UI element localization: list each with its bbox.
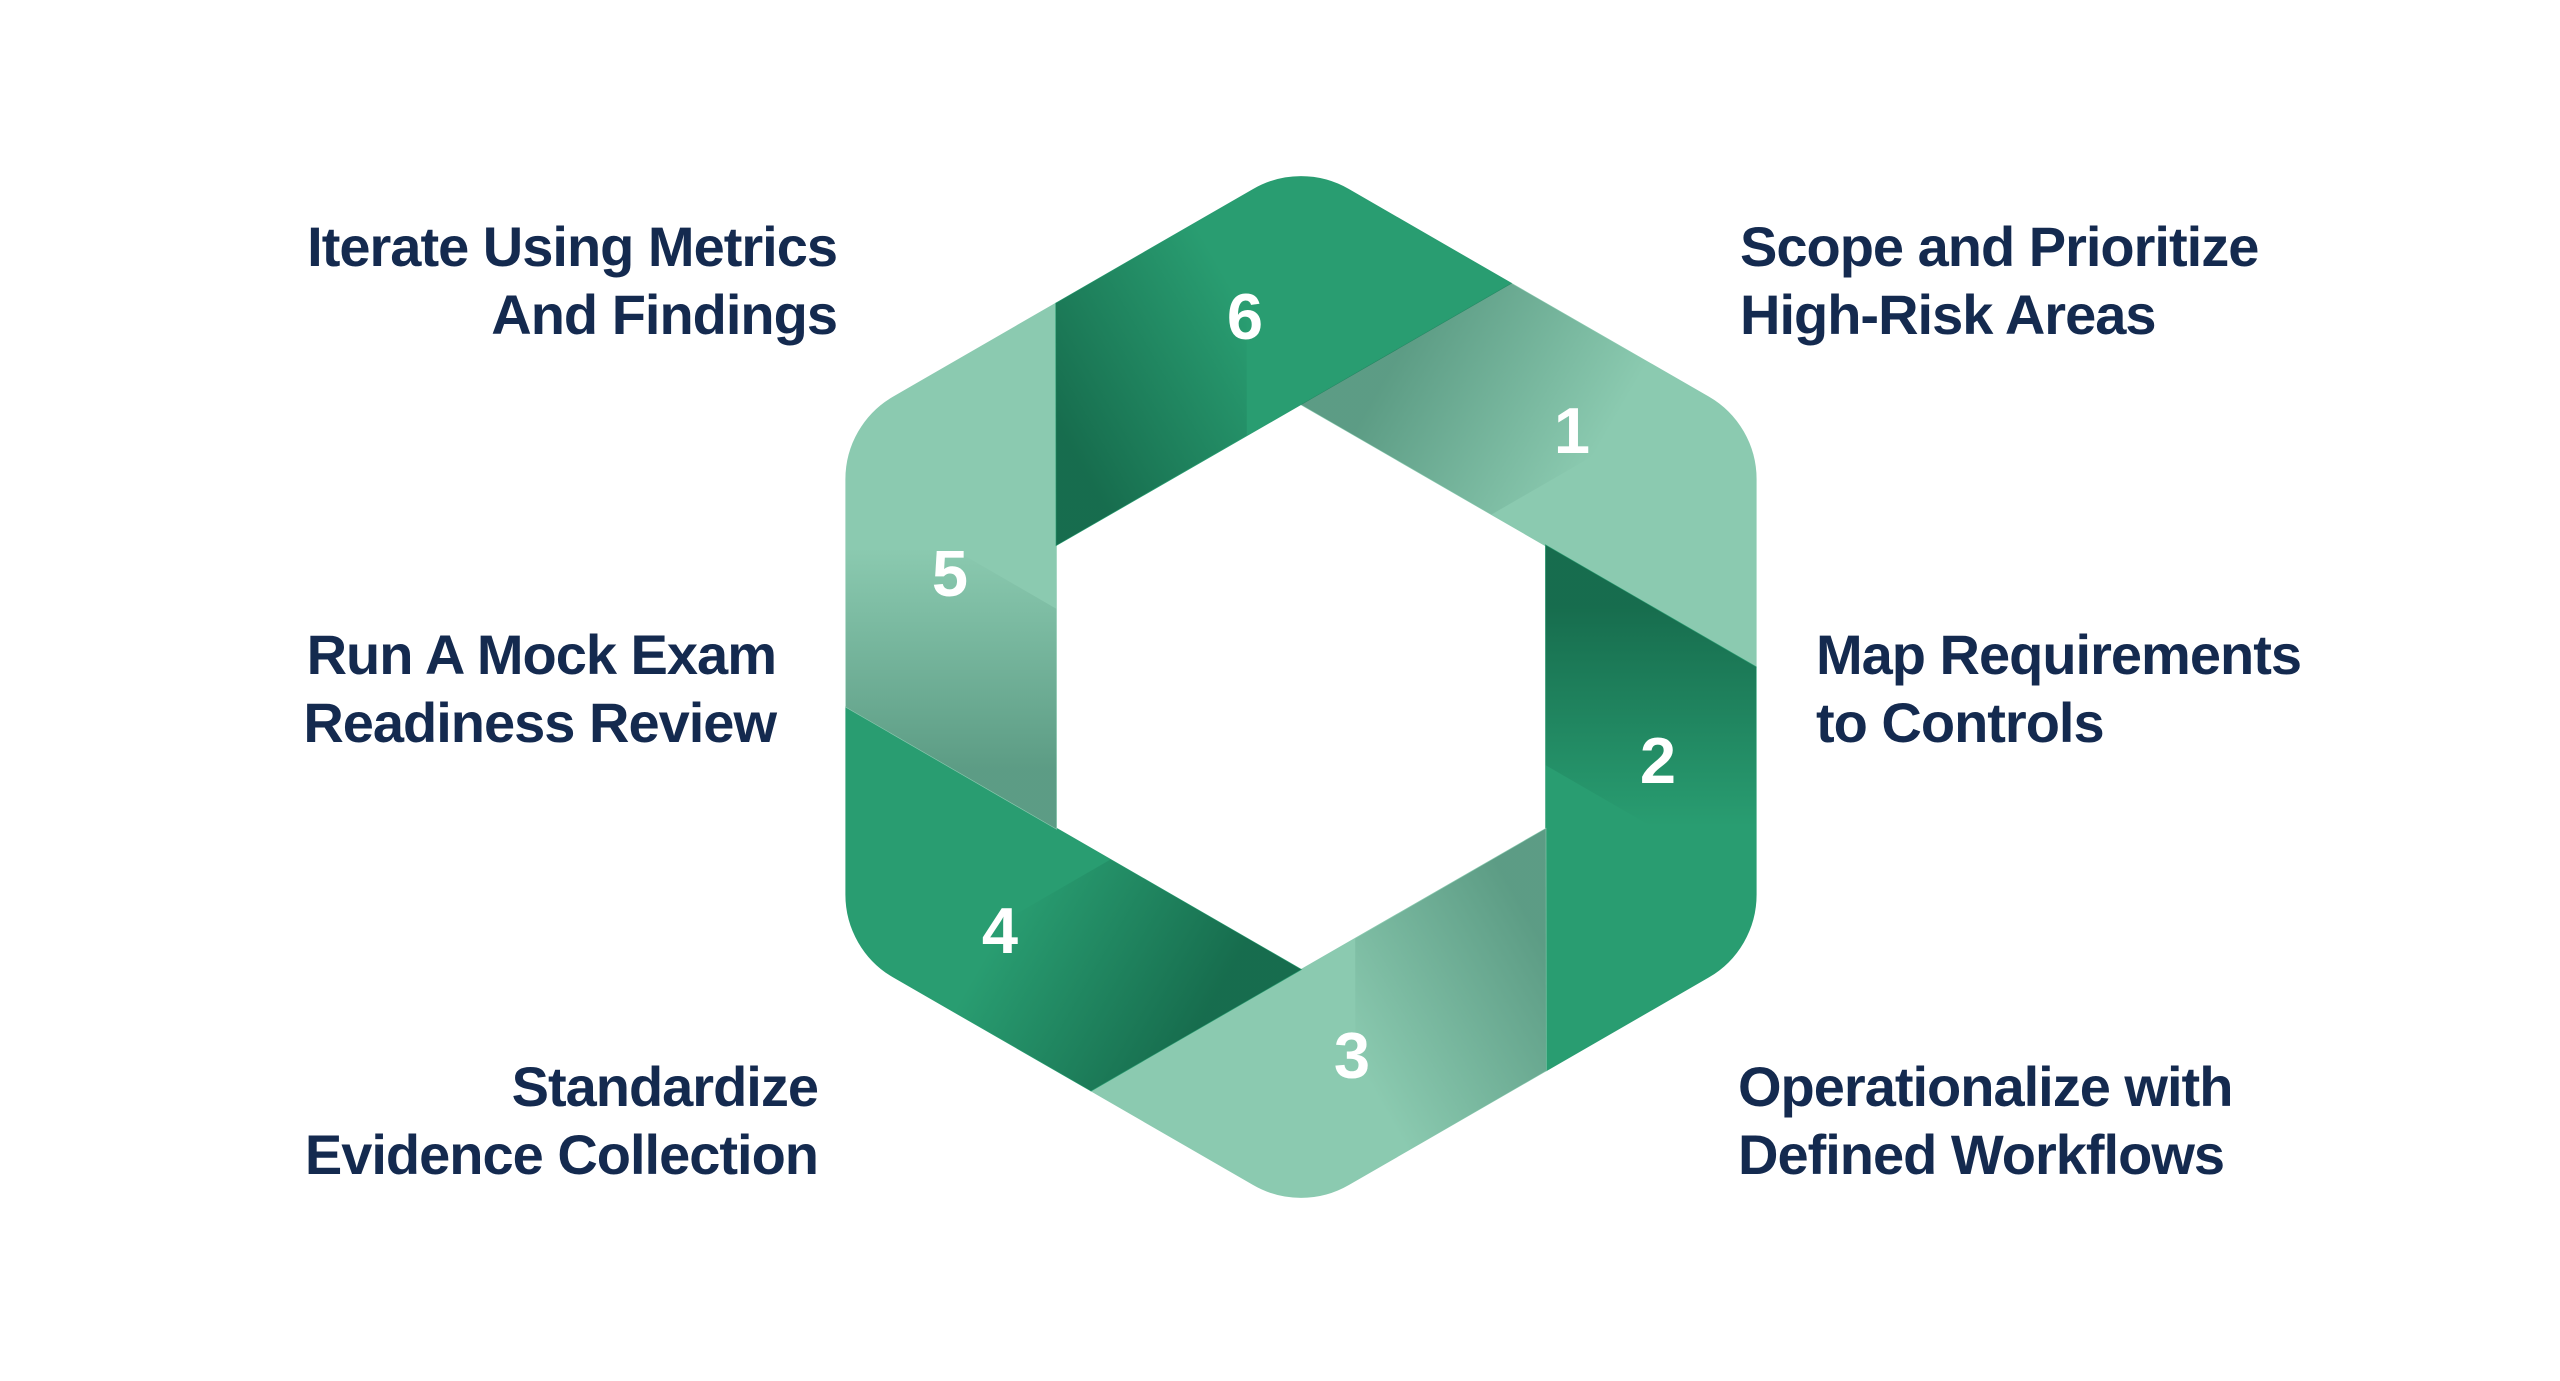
segment-5-label-line2: Readiness Review <box>303 691 777 754</box>
segment-5-label: Run A Mock Exam Readiness Review <box>303 621 777 757</box>
segment-1-label: Scope and Prioritize High-Risk Areas <box>1740 213 2259 349</box>
segment-3-label-line1: Operationalize with <box>1738 1055 2233 1118</box>
segment-1-label-line2: High-Risk Areas <box>1740 283 2157 346</box>
segment-4-label-line1: Standardize <box>511 1055 819 1118</box>
segment-3-fold-shadow <box>1355 828 1546 1181</box>
segment-6-label: Iterate Using Metrics And Findings <box>307 213 838 349</box>
segment-4-label-line2: Evidence Collection <box>304 1123 819 1186</box>
segment-4-fold-shadow <box>900 859 1301 1091</box>
segment-5-number: 5 <box>932 537 968 610</box>
segment-6-number: 6 <box>1227 280 1263 353</box>
segment-5-fold-shadow <box>846 487 1057 829</box>
segment-2-label-line2: to Controls <box>1816 691 2105 754</box>
segment-5-label-line1: Run A Mock Exam <box>306 623 777 686</box>
segment-2-number: 2 <box>1640 724 1676 797</box>
segment-3-number: 3 <box>1334 1019 1370 1092</box>
segment-2-label: Map Requirements to Controls <box>1816 621 2302 757</box>
segment-1-fold-shadow <box>1301 283 1702 515</box>
segment-1-number: 1 <box>1554 394 1590 467</box>
segment-3-label-line2: Defined Workflows <box>1738 1123 2225 1186</box>
segment-1-label-line1: Scope and Prioritize <box>1740 215 2259 278</box>
segment-4-label: Standardize Evidence Collection <box>304 1053 819 1189</box>
segment-6-fold-shadow <box>1056 193 1247 546</box>
segment-4-number: 4 <box>982 894 1018 967</box>
segment-2-fold-shadow <box>1545 545 1756 887</box>
segment-6-label-line1: Iterate Using Metrics <box>307 215 838 278</box>
segment-6-label-line2: And Findings <box>491 283 838 346</box>
segment-3-label: Operationalize with Defined Workflows <box>1738 1053 2233 1189</box>
segment-2-label-line1: Map Requirements <box>1816 623 2302 686</box>
